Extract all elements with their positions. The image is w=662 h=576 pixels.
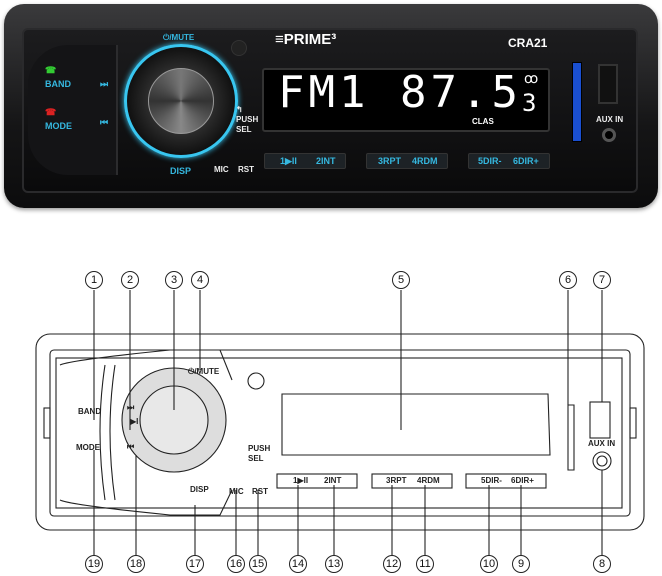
display-band: FM1: [278, 67, 370, 118]
diagram-sel-label: SEL: [248, 454, 264, 463]
display-preset: 3: [522, 89, 541, 117]
callout-11: 11: [416, 555, 434, 573]
diagram-rst-label: RST: [252, 487, 268, 496]
ir-sensor: [231, 40, 247, 56]
diagram-disp-label: DISP: [190, 485, 209, 494]
callout-16: 16: [227, 555, 245, 573]
preset-4-button[interactable]: 4RDM: [412, 156, 438, 166]
left-button-panel: [28, 45, 118, 175]
preset-group-2: [366, 153, 448, 169]
diagram-play-label: ▶I: [130, 417, 139, 426]
sel-label: SEL: [236, 125, 252, 134]
preset-5-button[interactable]: 5DIR-: [478, 156, 502, 166]
callout-18: 18: [127, 555, 145, 573]
display-eq: CLAS: [472, 117, 494, 126]
aux-label: AUX IN: [596, 115, 624, 124]
push-label: PUSH: [236, 115, 259, 124]
diagram-mode-label: MODE: [76, 443, 100, 452]
callout-17: 17: [186, 555, 204, 573]
callout-13: 13: [325, 555, 343, 573]
band-button[interactable]: BAND: [45, 79, 71, 89]
diagram-band-label: BAND: [78, 407, 102, 416]
diagram-preset-2: 2INT: [324, 476, 342, 485]
callout-5: 5: [392, 271, 410, 289]
diagram-preset-1: 1▶II: [293, 476, 309, 485]
diagram-mic-label: MIC: [229, 487, 244, 496]
callout-15: 15: [249, 555, 267, 573]
display-frequency: 87.5: [400, 67, 522, 118]
preset-3-button[interactable]: 3RPT: [378, 156, 402, 166]
callout-3: 3: [165, 271, 183, 289]
knob-center: [148, 68, 214, 134]
sd-slot[interactable]: [572, 62, 582, 142]
preset-1-button[interactable]: 1▶II: [280, 156, 297, 166]
callout-10: 10: [480, 555, 498, 573]
mic-label: MIC: [214, 165, 229, 174]
callout-7: 7: [593, 271, 611, 289]
callout-14: 14: [289, 555, 307, 573]
preset-group-1: [264, 153, 346, 169]
reset-button[interactable]: RST: [238, 165, 254, 174]
preset-group-3: [468, 153, 550, 169]
diagram-push-label: PUSH: [248, 444, 271, 453]
diagram-next-label: ⏭: [127, 403, 135, 412]
callout-4: 4: [191, 271, 209, 289]
brand-logo: ≡PRIME³: [275, 31, 337, 48]
disp-button[interactable]: DISP: [170, 166, 192, 176]
callout-19: 19: [85, 555, 103, 573]
callout-12: 12: [383, 555, 401, 573]
next-button[interactable]: ⏭: [100, 79, 109, 89]
diagram-aux-label: AUX IN: [588, 439, 616, 448]
diagram-preset-6: 6DIR+: [511, 476, 534, 485]
enter-icon: ↰: [236, 105, 243, 114]
callout-8: 8: [593, 555, 611, 573]
callout-2: 2: [121, 271, 139, 289]
phone-answer-icon: ☎: [45, 65, 57, 75]
aux-jack[interactable]: [602, 128, 616, 142]
prev-button[interactable]: ⏮: [100, 117, 109, 127]
diagram-preset-5: 5DIR-: [481, 476, 502, 485]
mute-button[interactable]: ⏻/MUTE: [163, 33, 195, 42]
model-label: CRA21: [508, 36, 548, 50]
stereo-icon: ꝏ: [524, 70, 539, 86]
lcd-display: FM1 87.5 ꝏ 3 CLAS: [262, 68, 550, 132]
preset-6-button[interactable]: 6DIR+: [513, 156, 539, 166]
preset-2-button[interactable]: 2INT: [316, 156, 336, 166]
diagram-preset-4: 4RDM: [417, 476, 440, 485]
callout-6: 6: [559, 271, 577, 289]
usb-port[interactable]: [598, 64, 618, 104]
diagram-preset-3: 3RPT: [386, 476, 407, 485]
phone-hangup-icon: ☎: [45, 107, 57, 117]
mode-button[interactable]: MODE: [45, 121, 72, 131]
callout-9: 9: [512, 555, 530, 573]
callout-1: 1: [85, 271, 103, 289]
diagram-prev-label: ⏮: [127, 442, 135, 451]
diagram-mute-label: ⏻/MUTE: [188, 367, 220, 376]
